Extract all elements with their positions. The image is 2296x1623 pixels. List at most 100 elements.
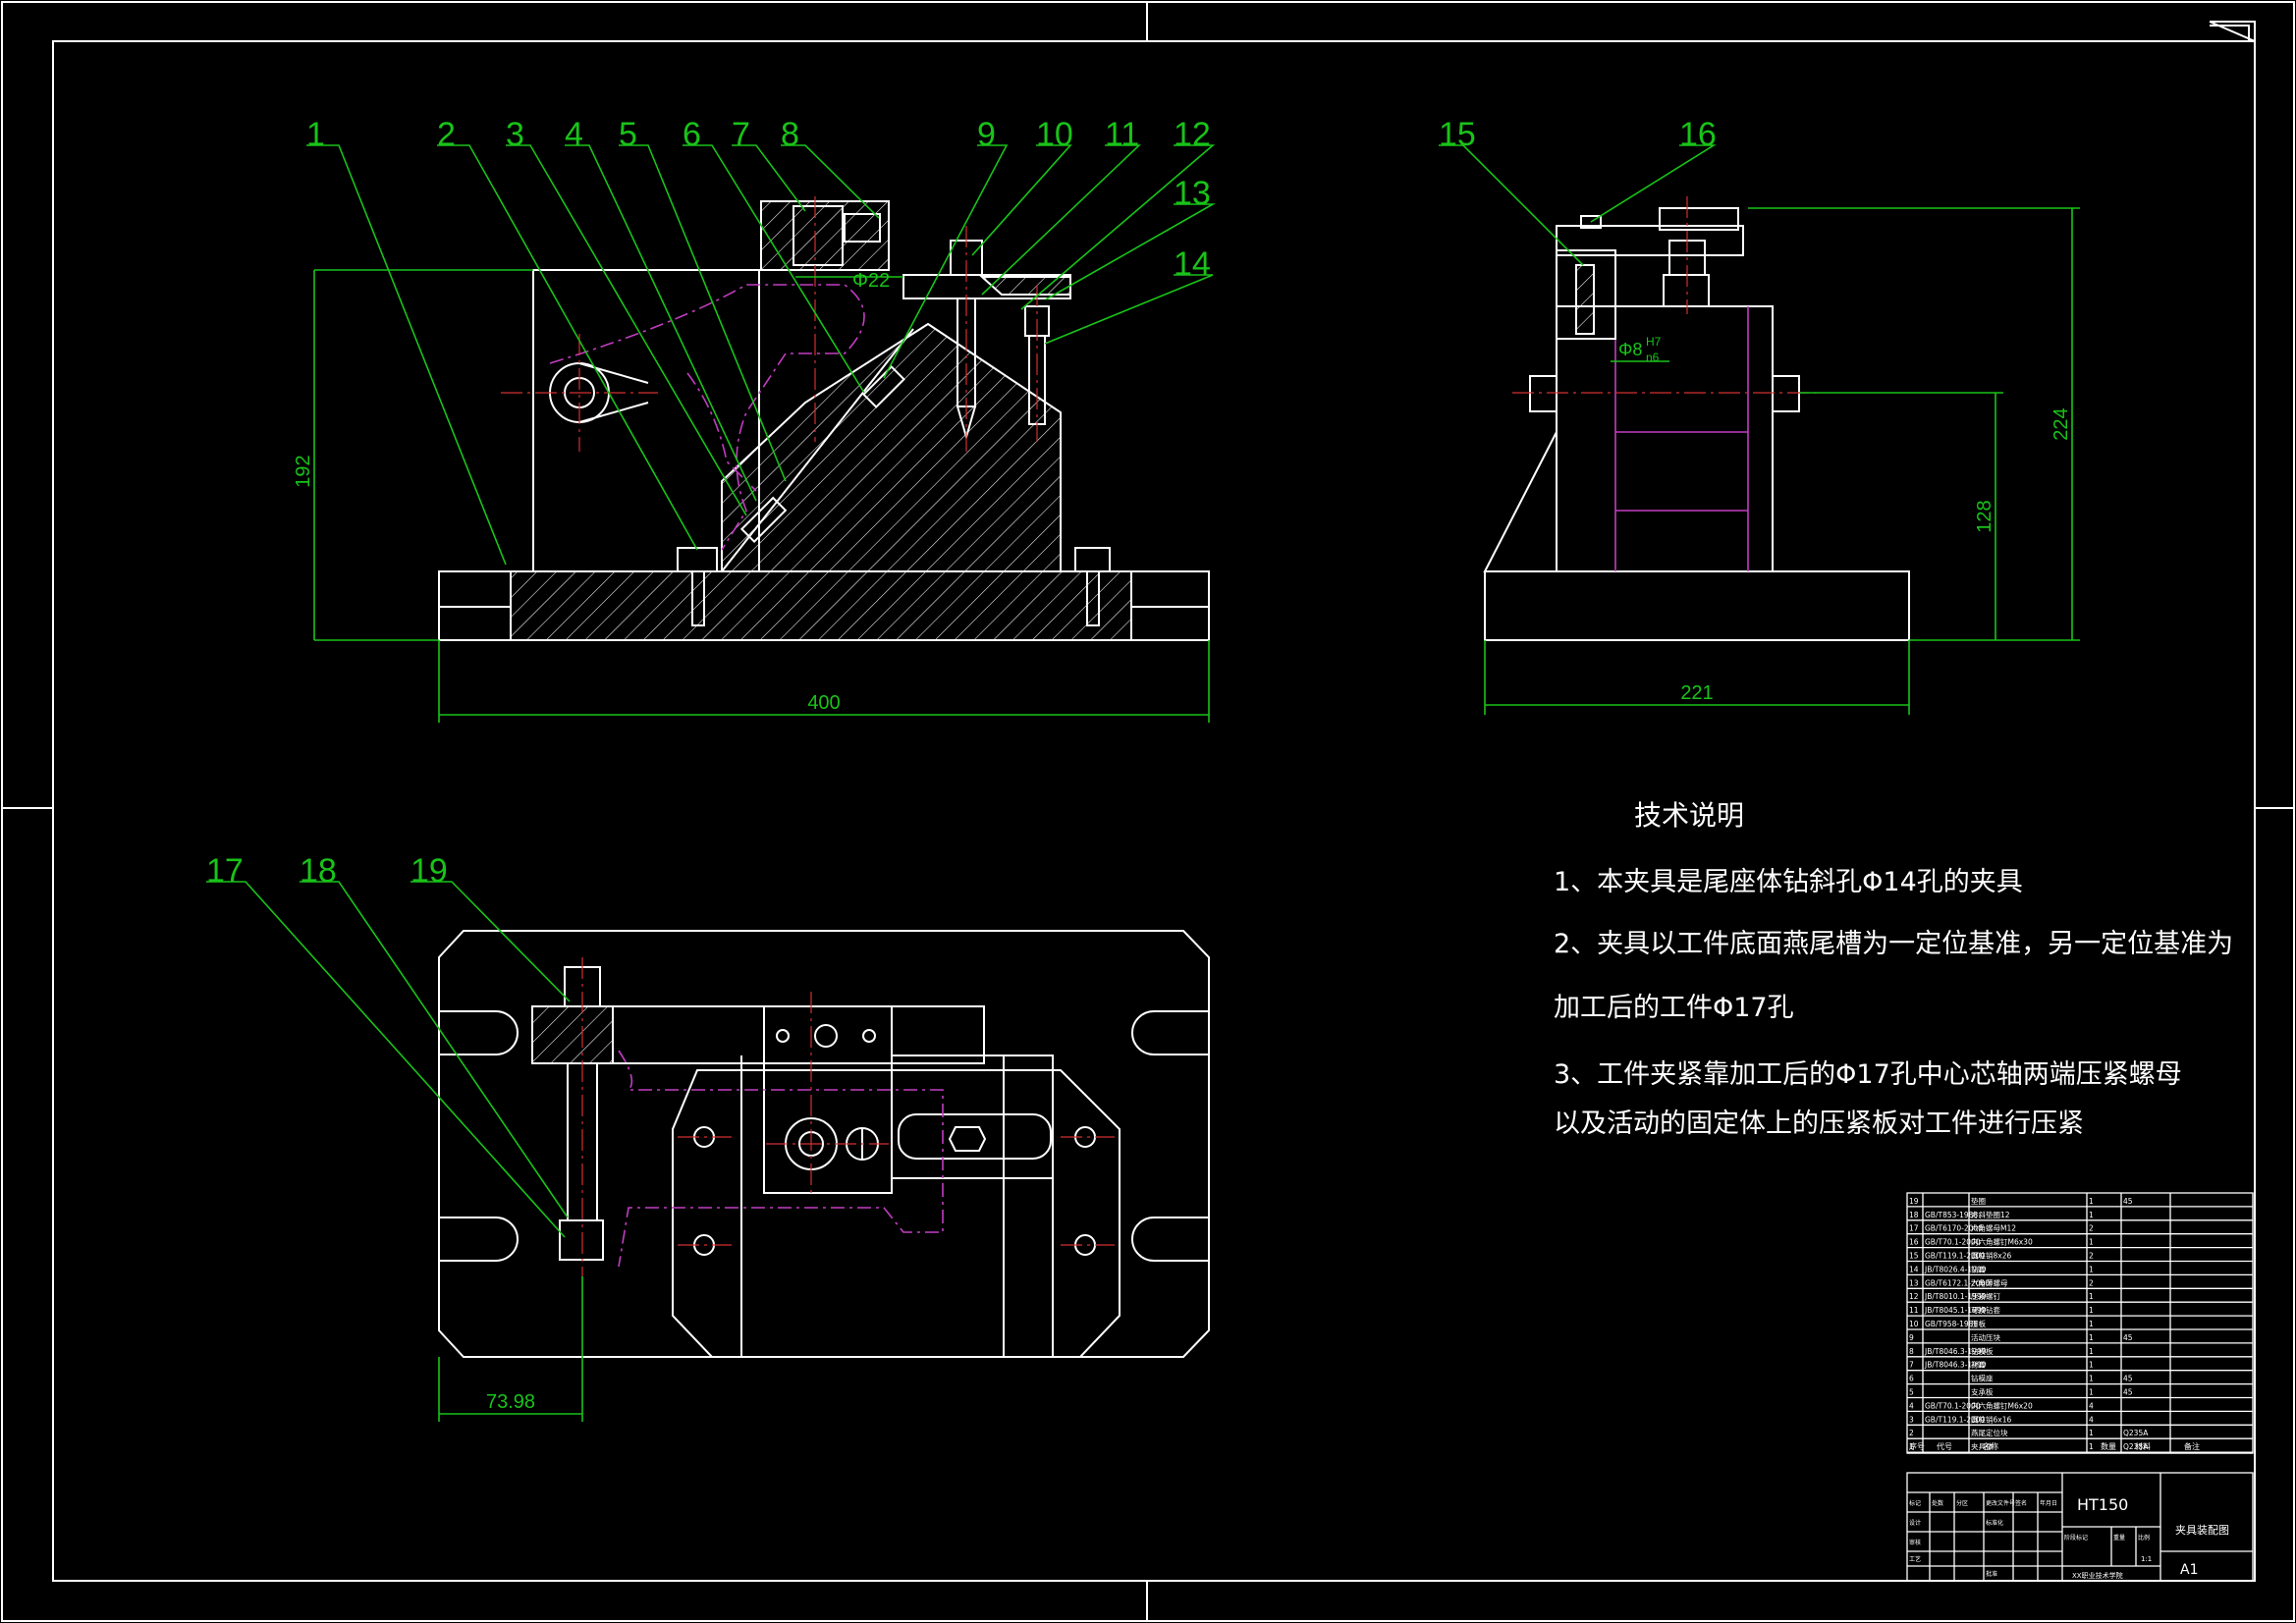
bom-cell-std: JB/T8046.3-1999	[1924, 1347, 1987, 1356]
balloon-18: 18	[300, 852, 337, 890]
bom-cell-no: 18	[1909, 1211, 1919, 1219]
bom-cell-qty: 1	[2089, 1429, 2094, 1437]
bom-cell-no: 19	[1909, 1197, 1919, 1206]
bom-cell-name: 六角薄螺母	[1971, 1277, 2008, 1287]
bom-cell-no: 17	[1909, 1224, 1919, 1233]
title-sheet: A1	[2180, 1562, 2198, 1578]
leader-lines	[206, 144, 1717, 1238]
bom-cell-std: JB/T8046.3-1999	[1924, 1361, 1987, 1370]
bom-cell-no: 7	[1909, 1361, 1914, 1370]
balloon-2: 2	[437, 116, 456, 153]
bom-cell-std: GB/T958-1988	[1925, 1320, 1978, 1328]
balloon-19: 19	[410, 852, 448, 890]
side-view	[1483, 196, 1910, 641]
bom-cell-no: 9	[1909, 1333, 1914, 1342]
balloon-7: 7	[732, 116, 750, 153]
bom-cell-no: 11	[1909, 1306, 1919, 1315]
bom-cell-no: 1	[1909, 1442, 1914, 1451]
bom-cell-std: GB/T6170-2000	[1925, 1224, 1983, 1233]
bom-cell-name: 压板	[1971, 1319, 1987, 1328]
bom-cell-qty: 1	[2089, 1306, 2094, 1315]
bom-cell-name: 钻模板	[1971, 1346, 1994, 1356]
tb-label-11: 审核	[1909, 1539, 1921, 1546]
dim-plan-offset: 73.98	[486, 1391, 535, 1413]
bom-header-mat: 材料	[2135, 1441, 2151, 1451]
dim-front-height: 192	[293, 455, 314, 487]
bom-cell-mat: 45	[2123, 1375, 2133, 1383]
bom-header-no: 序号	[1909, 1441, 1925, 1451]
bom-cell-qty: 1	[2089, 1265, 2094, 1273]
bom-cell-name: 六角螺母M12	[1971, 1223, 2016, 1233]
bom-cell-no: 14	[1909, 1265, 1919, 1273]
note-line-2: 2、夹具以工件底面燕尾槽为一定位基准，另一定位基准为	[1554, 929, 2233, 959]
bom-cell-qty: 1	[2089, 1388, 2094, 1397]
bom-cell-qty: 1	[2089, 1442, 2094, 1451]
bom-cell-qty: 1	[2089, 1292, 2094, 1301]
balloon-8: 8	[781, 116, 799, 153]
bom-cell-std: GB/T70.1-2000	[1925, 1238, 1981, 1247]
bom-header-note: 备注	[2184, 1441, 2200, 1451]
tb-label-8: 阶段标记	[2064, 1534, 2088, 1542]
bom-cell-qty: 2	[2089, 1278, 2094, 1287]
bom-cell-name: 可换钻套	[1971, 1305, 2000, 1315]
bom-cell-std: GB/T853-1988	[1925, 1211, 1978, 1219]
bom-cell-qty: 1	[2089, 1347, 2094, 1356]
bom-cell-no: 2	[1909, 1429, 1914, 1437]
tb-label-0: 标记	[1909, 1499, 1921, 1507]
bom-cell-qty: 1	[2089, 1333, 2094, 1342]
bom-cell-std: GB/T119.1-2000	[1925, 1252, 1986, 1261]
bom-cell-no: 16	[1909, 1238, 1919, 1247]
note-line-1: 1、本夹具是尾座体钻斜孔Φ14孔的夹具	[1554, 867, 2023, 897]
bom-cell-qty: 1	[2089, 1211, 2094, 1219]
balloon-17: 17	[206, 852, 244, 890]
bom-cell-qty: 4	[2089, 1415, 2094, 1424]
bom-cell-qty: 1	[2089, 1197, 2094, 1206]
bom-cell-qty: 1	[2089, 1320, 2094, 1328]
bom-cell-name: 内六角螺钉M6x30	[1971, 1237, 2033, 1247]
notes-title: 技术说明	[1634, 799, 1744, 832]
bom-cell-std: JB/T8045.1-1999	[1924, 1306, 1987, 1315]
title-school: XX职业技术学院	[2072, 1571, 2123, 1580]
note-line-3: 加工后的工件Φ17孔	[1554, 993, 1794, 1023]
bom-cell-name: 压紧螺钉	[1971, 1291, 2000, 1301]
side-dimensions: 224 128 221 Φ8 H7 n6	[1484, 207, 2080, 715]
tb-label-5: 年月日	[2040, 1499, 2057, 1507]
bom-cell-name: 垫圈	[1971, 1196, 1986, 1206]
tb-label-13: 批准	[1986, 1570, 1997, 1578]
tb-label-7: 标准化	[1986, 1519, 2003, 1527]
bom-cell-no: 3	[1909, 1415, 1914, 1424]
bom-cell-no: 12	[1909, 1292, 1919, 1301]
bom-header-qty: 数量	[2101, 1441, 2116, 1451]
bom-cell-std: JB/T8010.1-1999	[1924, 1292, 1987, 1301]
bom-cell-std: GB/T70.1-2000	[1925, 1401, 1981, 1410]
balloon-10: 10	[1036, 116, 1073, 153]
tb-label-12: 工艺	[1909, 1555, 1921, 1563]
dim-fit-h: H7	[1646, 335, 1662, 349]
bom-cell-qty: 1	[2089, 1361, 2094, 1370]
tb-label-3: 更改文件号	[1986, 1499, 2015, 1507]
plan-dimensions: 73.98	[438, 1276, 583, 1422]
tb-label-6: 设计	[1909, 1519, 1921, 1527]
balloon-4: 4	[565, 116, 583, 153]
note-line-5: 以及活动的固定体上的压紧板对工件进行压紧	[1554, 1109, 2084, 1139]
bom-cell-no: 4	[1909, 1401, 1914, 1410]
bom-cell-qty: 1	[2089, 1375, 2094, 1383]
bom-cell-name: 燕尾定位块	[1971, 1428, 2008, 1437]
bom-cell-std: JB/T8026.4-1999	[1924, 1265, 1987, 1273]
plan-view	[438, 930, 1210, 1358]
tb-label-1: 处数	[1932, 1499, 1943, 1507]
bom-header-std: 代号	[1937, 1441, 1952, 1451]
bom-cell-qty: 2	[2089, 1252, 2094, 1261]
bom-cell-name: 夹具体	[1971, 1441, 1994, 1451]
balloon-9: 9	[977, 116, 996, 153]
title-scale: 1:1	[2141, 1555, 2152, 1563]
bom-header-name: 名称	[1983, 1441, 1998, 1451]
balloon-14: 14	[1174, 245, 1211, 283]
bom-cell-no: 5	[1909, 1388, 1914, 1397]
balloon-12: 12	[1174, 116, 1211, 153]
dim-side-width: 221	[1680, 682, 1713, 704]
tb-label-10: 比例	[2138, 1534, 2150, 1542]
